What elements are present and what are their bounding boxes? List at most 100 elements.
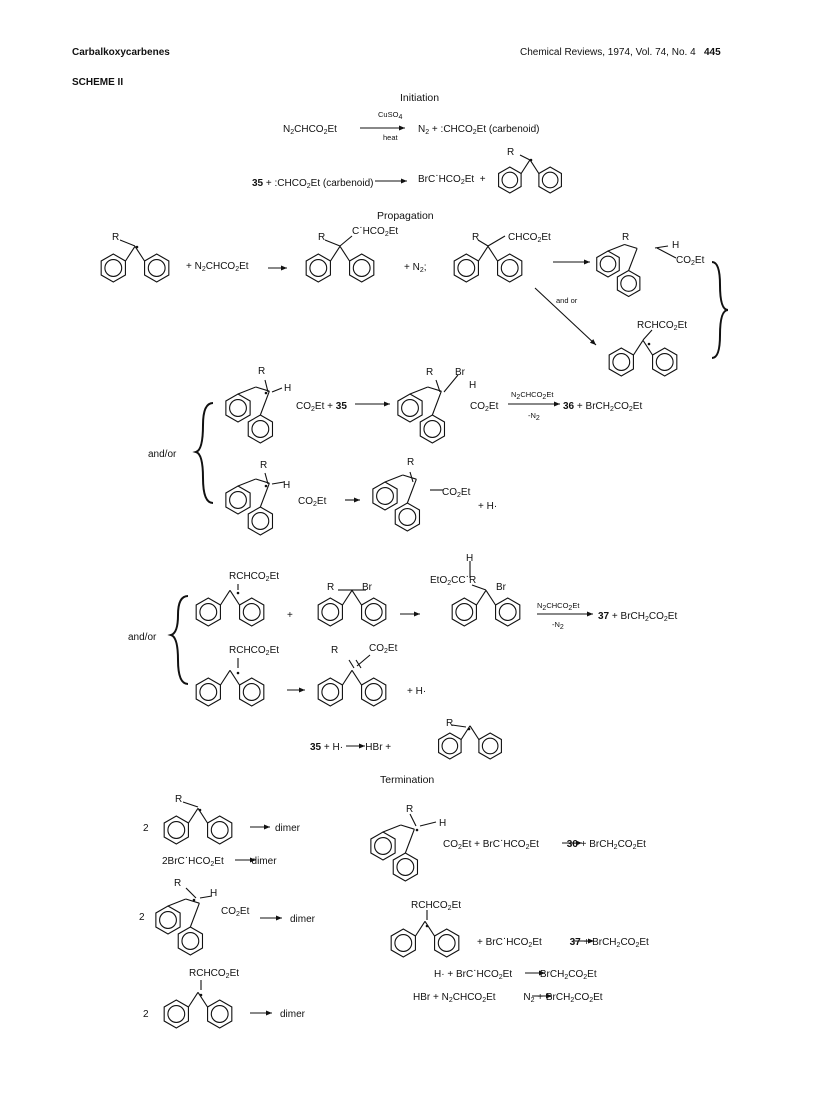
arrow-head bbox=[399, 125, 405, 131]
benzene-ring bbox=[239, 677, 265, 707]
aromatic-circle bbox=[229, 491, 247, 509]
benzene-ring bbox=[247, 414, 274, 444]
radical-dot bbox=[264, 484, 268, 488]
arrow-head bbox=[299, 687, 305, 693]
benzene-ring bbox=[397, 393, 423, 423]
aromatic-circle bbox=[396, 858, 415, 876]
ring-bond bbox=[185, 898, 200, 904]
benzene-ring bbox=[434, 928, 460, 958]
five-ring-bond bbox=[125, 246, 136, 262]
section-propagation: Propagation bbox=[377, 210, 434, 222]
label-R: R bbox=[446, 718, 454, 729]
label-R: R bbox=[406, 804, 414, 815]
label-H: H bbox=[284, 383, 292, 394]
journal-name: Chemical Reviews, 1974, Vol. 74, No. 4 bbox=[520, 47, 696, 58]
bond bbox=[271, 481, 285, 485]
aromatic-circle bbox=[501, 171, 519, 189]
hbr-formation: 35 + H· HBr + bbox=[310, 742, 392, 753]
five-ring-bond bbox=[478, 246, 489, 262]
rchco2et-label: RCHCO2Et bbox=[189, 968, 240, 980]
dimer-label: dimer bbox=[275, 823, 301, 834]
ring-bond bbox=[237, 386, 256, 395]
five-ring-bond bbox=[229, 670, 240, 686]
arrow-head bbox=[354, 497, 360, 503]
label-H: H bbox=[210, 888, 218, 899]
benzene-ring bbox=[451, 597, 477, 627]
and-or-label: and/or bbox=[128, 632, 157, 643]
right-brace bbox=[711, 261, 729, 359]
aromatic-circle bbox=[167, 821, 186, 839]
aromatic-circle bbox=[167, 1005, 186, 1023]
aromatic-circle bbox=[199, 603, 218, 621]
bond bbox=[419, 821, 437, 827]
bromo-radical-dimer: 2BrC·HCO2Et dimer bbox=[162, 852, 277, 869]
aromatic-circle bbox=[441, 737, 459, 755]
bond bbox=[199, 895, 213, 899]
ring-bond bbox=[402, 474, 417, 480]
aromatic-circle bbox=[229, 399, 247, 417]
aromatic-circle bbox=[364, 603, 383, 621]
label-H: H bbox=[283, 480, 291, 491]
five-ring-bond bbox=[351, 590, 362, 606]
bond bbox=[271, 387, 283, 393]
radical-dot bbox=[192, 898, 196, 902]
ring-bond bbox=[431, 391, 442, 416]
ester-with-35: CO2Et + 35 bbox=[296, 401, 347, 413]
left-brace bbox=[167, 595, 189, 685]
aromatic-circle bbox=[599, 255, 617, 273]
five-ring-bond bbox=[487, 246, 498, 262]
eq2-left: 35 + :CHCO2Et (carbenoid) bbox=[252, 178, 374, 190]
aromatic-circle bbox=[242, 603, 261, 621]
benzene-ring bbox=[163, 999, 189, 1029]
aromatic-circle bbox=[321, 603, 340, 621]
benzene-ring bbox=[163, 815, 189, 845]
ester-group: CO2Et bbox=[221, 906, 250, 918]
termination-eq-37: + BrC·HCO2Et 37 + BrCH2CO2Et bbox=[477, 933, 649, 950]
left-brace bbox=[192, 402, 214, 504]
products-37: 37 + BrCH2CO2Et bbox=[598, 611, 678, 623]
rchco2et-label: RCHCO2Et bbox=[229, 645, 280, 657]
arrow-head bbox=[414, 611, 420, 617]
label-R: R bbox=[260, 460, 268, 471]
arrow-head bbox=[584, 259, 590, 265]
ring-bond bbox=[259, 391, 270, 416]
benzene-ring bbox=[478, 732, 502, 760]
radical-dot bbox=[236, 671, 240, 675]
ring-bond bbox=[400, 824, 415, 830]
propagation-reagent: + N2CHCO2Et bbox=[186, 261, 249, 273]
five-ring-bond bbox=[330, 246, 341, 262]
radical-dot bbox=[415, 828, 419, 832]
ester-group: CO2Et bbox=[369, 643, 398, 655]
carbene-adduct-group: C·HCO2Et bbox=[352, 222, 399, 239]
benzene-ring bbox=[100, 253, 126, 283]
five-ring-bond bbox=[520, 159, 531, 174]
aromatic-circle bbox=[498, 603, 517, 621]
benzene-ring bbox=[144, 253, 170, 283]
label-H: H bbox=[439, 818, 447, 829]
label-R: R bbox=[174, 878, 182, 889]
five-ring-bond bbox=[220, 590, 231, 606]
ring-bond bbox=[189, 903, 200, 928]
substituent-bond bbox=[451, 724, 467, 728]
five-ring-bond bbox=[469, 725, 480, 740]
ester-group: CO2Et bbox=[676, 255, 705, 267]
radical-dot bbox=[199, 993, 203, 997]
substituent-bond bbox=[119, 239, 136, 247]
coefficient-2: 2 bbox=[143, 823, 149, 834]
coefficient-2: 2 bbox=[143, 1009, 149, 1020]
arrow-head bbox=[588, 938, 594, 944]
aromatic-circle bbox=[455, 603, 474, 621]
substituent-bond bbox=[477, 239, 489, 247]
aromatic-circle bbox=[181, 932, 200, 950]
substituent-bond bbox=[519, 154, 531, 161]
arrow-head bbox=[546, 993, 552, 999]
ester-group: CO2Et bbox=[442, 487, 471, 499]
five-ring-bond bbox=[220, 670, 231, 686]
five-ring-bond bbox=[188, 992, 199, 1008]
benzene-ring bbox=[394, 502, 421, 532]
page-number: 445 bbox=[704, 47, 721, 58]
radical-dot bbox=[135, 245, 139, 249]
benzene-ring bbox=[349, 253, 375, 283]
arrow-head bbox=[539, 970, 545, 976]
